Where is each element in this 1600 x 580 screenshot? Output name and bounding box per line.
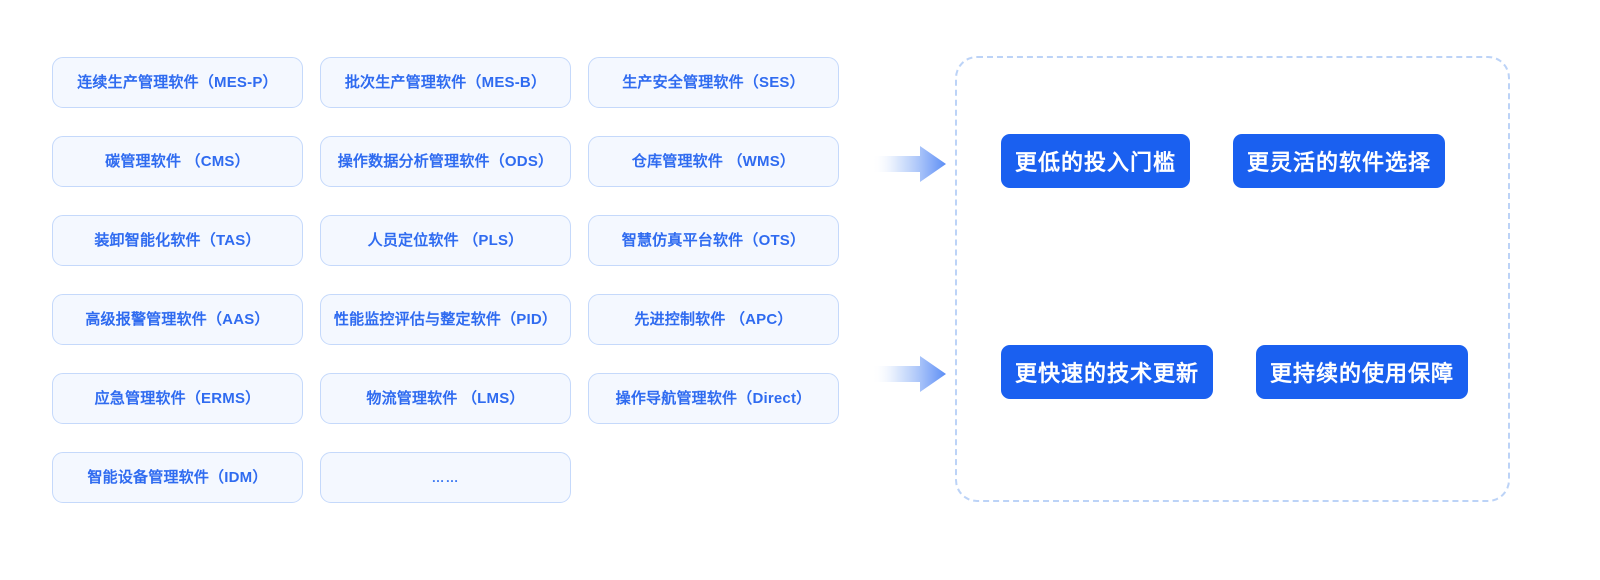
software-card-label: 操作数据分析管理软件（ODS） <box>337 152 554 170</box>
software-card[interactable]: 仓库管理软件 （WMS） <box>588 136 839 187</box>
software-card[interactable]: 操作导航管理软件（Direct） <box>588 373 839 424</box>
software-card-label: 高级报警管理软件（AAS） <box>85 310 270 328</box>
software-card-label: 先进控制软件 （APC） <box>634 310 793 328</box>
software-card[interactable]: 操作数据分析管理软件（ODS） <box>320 136 571 187</box>
benefit-label: 更快速的技术更新 <box>1015 361 1200 386</box>
benefit-label: 更低的投入门槛 <box>1015 150 1177 175</box>
software-card[interactable]: 碳管理软件 （CMS） <box>52 136 303 187</box>
software-card-label: 人员定位软件 （PLS） <box>367 231 524 249</box>
software-card-label: 操作导航管理软件（Direct） <box>615 389 812 407</box>
software-card-grid: 连续生产管理软件（MES-P） 批次生产管理软件（MES-B） 生产安全管理软件… <box>52 57 840 503</box>
software-card-label: 生产安全管理软件（SES） <box>622 73 805 91</box>
software-card-label: 仓库管理软件 （WMS） <box>631 152 796 170</box>
arrow-right-icon <box>870 352 948 396</box>
software-card[interactable]: 应急管理软件（ERMS） <box>52 373 303 424</box>
software-card-label: 批次生产管理软件（MES-B） <box>344 73 547 91</box>
software-card[interactable]: 先进控制软件 （APC） <box>588 294 839 345</box>
benefit-label: 更灵活的软件选择 <box>1247 150 1432 175</box>
software-card[interactable]: 连续生产管理软件（MES-P） <box>52 57 303 108</box>
software-card-label: 智慧仿真平台软件（OTS） <box>621 231 806 249</box>
software-card[interactable]: 人员定位软件 （PLS） <box>320 215 571 266</box>
software-card[interactable]: 物流管理软件 （LMS） <box>320 373 571 424</box>
software-card[interactable]: 智能设备管理软件（IDM） <box>52 452 303 503</box>
benefits-row: 更快速的技术更新 更持续的使用保障 <box>1001 345 1476 399</box>
software-card[interactable]: 高级报警管理软件（AAS） <box>52 294 303 345</box>
software-card[interactable]: 装卸智能化软件（TAS） <box>52 215 303 266</box>
software-card[interactable]: 批次生产管理软件（MES-B） <box>320 57 571 108</box>
arrow-right-icon <box>870 142 948 186</box>
software-card-label: 性能监控评估与整定软件（PID） <box>333 310 558 328</box>
software-card[interactable]: 生产安全管理软件（SES） <box>588 57 839 108</box>
software-card[interactable]: 性能监控评估与整定软件（PID） <box>320 294 571 345</box>
software-card-more[interactable]: …… <box>320 452 571 503</box>
benefit-box[interactable]: 更低的投入门槛 <box>1001 134 1191 188</box>
benefit-label: 更持续的使用保障 <box>1270 361 1455 386</box>
software-card-label: 智能设备管理软件（IDM） <box>87 468 268 486</box>
benefit-box[interactable]: 更快速的技术更新 <box>1001 345 1214 399</box>
software-card-label: …… <box>431 469 460 485</box>
benefits-row: 更低的投入门槛 更灵活的软件选择 <box>1001 134 1476 188</box>
software-card-label: 连续生产管理软件（MES-P） <box>77 73 278 91</box>
software-card-label: 碳管理软件 （CMS） <box>105 152 250 170</box>
benefits-panel: 更低的投入门槛 更灵活的软件选择 更快速的技术更新 更持续的使用保障 <box>955 56 1510 502</box>
benefit-box[interactable]: 更持续的使用保障 <box>1256 345 1469 399</box>
software-card[interactable]: 智慧仿真平台软件（OTS） <box>588 215 839 266</box>
software-card-label: 装卸智能化软件（TAS） <box>94 231 261 249</box>
benefit-box[interactable]: 更灵活的软件选择 <box>1233 134 1446 188</box>
software-card-label: 物流管理软件 （LMS） <box>366 389 525 407</box>
software-card-label: 应急管理软件（ERMS） <box>94 389 261 407</box>
